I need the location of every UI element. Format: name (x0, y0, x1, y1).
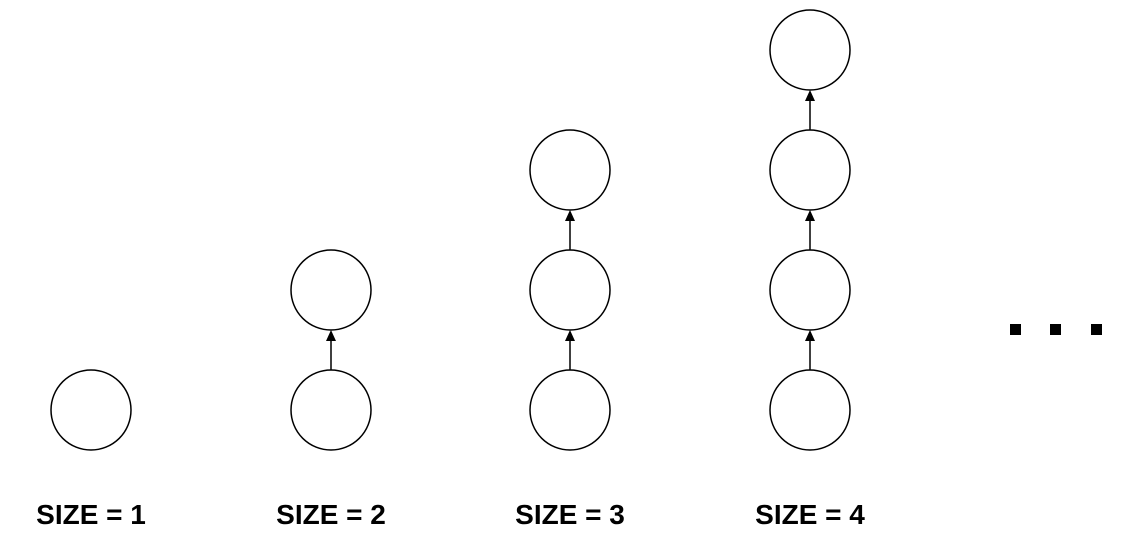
arrowhead-up-icon (805, 330, 815, 341)
ellipsis-dot-icon (1010, 324, 1021, 335)
list-node-circle (529, 249, 611, 331)
ellipsis-dot-icon (1050, 324, 1061, 335)
list-node-circle (529, 129, 611, 211)
size-label: SIZE = 3 (515, 499, 625, 530)
arrowhead-up-icon (565, 330, 575, 341)
size-label: SIZE = 4 (755, 499, 865, 530)
list-node-circle (290, 369, 372, 451)
arrowhead-up-icon (805, 210, 815, 221)
list-node-circle (769, 129, 851, 211)
list-node-circle (769, 9, 851, 91)
list-node-circle (769, 249, 851, 331)
list-node-circle (769, 369, 851, 451)
list-node-circle (290, 249, 372, 331)
list-node-circle (50, 369, 132, 451)
size-label: SIZE = 2 (276, 499, 386, 530)
list-node-circle (529, 369, 611, 451)
size-label: SIZE = 1 (36, 499, 146, 530)
arrowhead-up-icon (805, 90, 815, 101)
arrowhead-up-icon (565, 210, 575, 221)
ellipsis-dot-icon (1091, 324, 1102, 335)
arrowhead-up-icon (326, 330, 336, 341)
